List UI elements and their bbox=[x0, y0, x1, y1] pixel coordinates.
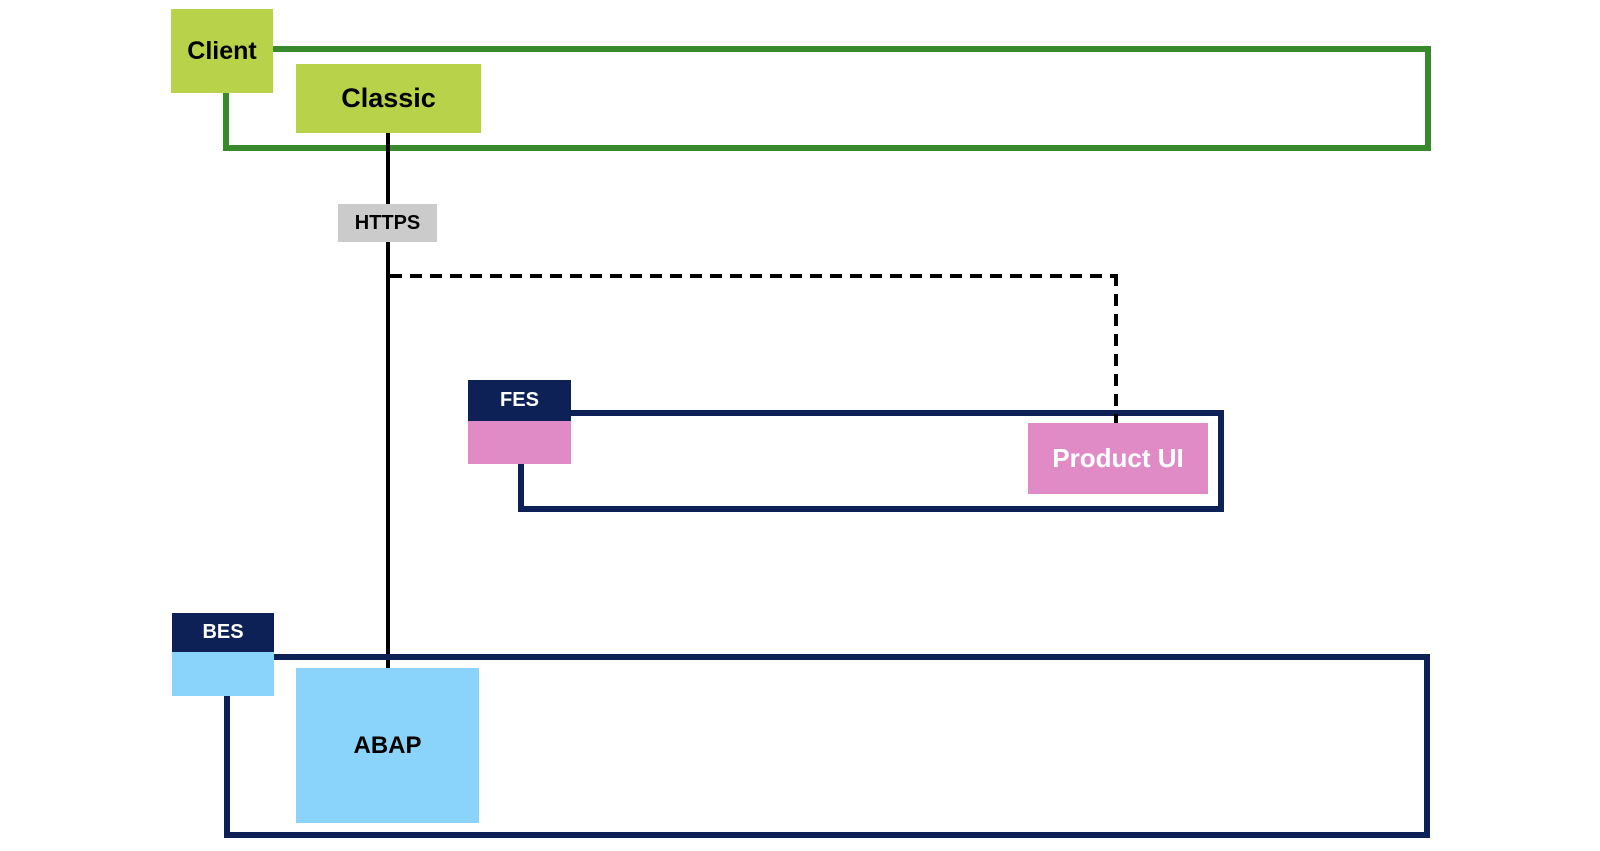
product-ui-box: Product UI bbox=[1028, 423, 1208, 494]
product-ui-box-label: Product UI bbox=[1052, 443, 1184, 473]
bes-tab: BES bbox=[172, 613, 274, 696]
fes-tab-body bbox=[468, 421, 571, 464]
bes-tab-body bbox=[172, 652, 274, 696]
bes-tab-header: BES bbox=[172, 613, 274, 652]
bes-zone-frame bbox=[224, 654, 1430, 838]
fes-tab: FES bbox=[468, 380, 571, 464]
dashed-connector-vertical bbox=[1114, 274, 1118, 424]
classic-box-label: Classic bbox=[341, 83, 436, 113]
dashed-connector-horizontal bbox=[390, 274, 1117, 278]
https-label-text: HTTPS bbox=[354, 211, 421, 234]
bes-tab-label: BES bbox=[202, 621, 244, 643]
solid-connector-line bbox=[386, 133, 390, 668]
abap-box: ABAP bbox=[296, 668, 479, 823]
fes-tab-label: FES bbox=[500, 389, 539, 411]
client-zone-frame bbox=[223, 46, 1431, 151]
https-label: HTTPS bbox=[338, 204, 437, 242]
fes-tab-header: FES bbox=[468, 380, 571, 421]
client-tab-label: Client bbox=[187, 36, 257, 65]
client-tab: Client bbox=[171, 9, 273, 93]
classic-box: Classic bbox=[296, 64, 481, 133]
abap-box-label: ABAP bbox=[353, 731, 422, 759]
